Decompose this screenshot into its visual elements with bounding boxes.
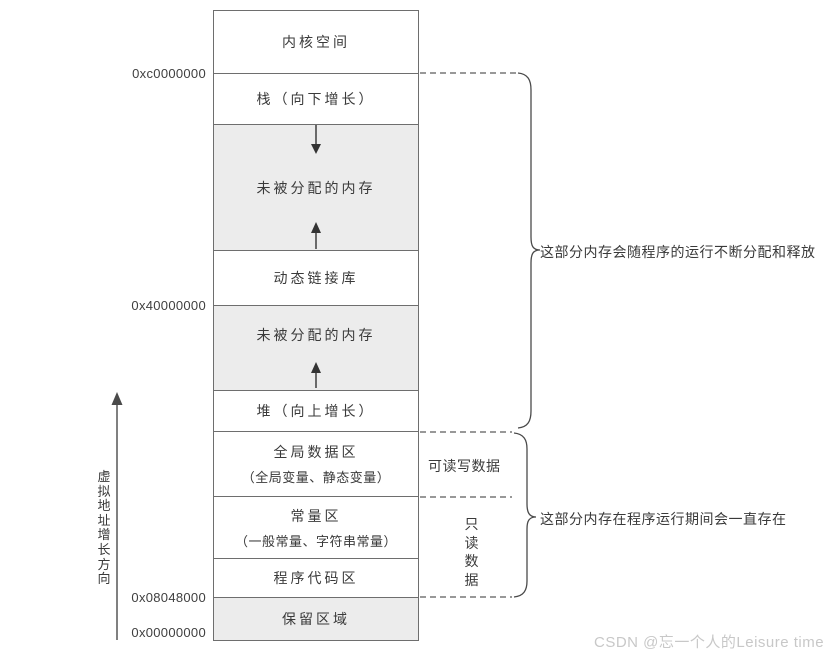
region-unallocated-upper: 未被分配的内存 [214, 125, 418, 251]
region-stack: 栈（向下增长） [214, 74, 418, 125]
brace-persistent-area [513, 432, 537, 598]
note-dynamic-allocation: 这部分内存会随程序的运行不断分配和释放 [540, 244, 816, 260]
label-readonly-data: 只读数据 [464, 516, 479, 588]
region-dynamic-libraries: 动态链接库 [214, 251, 418, 306]
region-label: 栈（向下增长） [256, 91, 376, 107]
address-0x00000000: 0x00000000 [131, 625, 206, 640]
label-readwrite-data: 可读写数据 [428, 458, 501, 474]
region-label: 程序代码区 [273, 570, 359, 586]
watermark: CSDN @忘一个人的Leisure time [594, 634, 825, 651]
region-label: 动态链接库 [273, 270, 359, 286]
region-global-data: 全局数据区 （全局变量、静态变量） [214, 432, 418, 497]
region-reserved: 保留区域 [214, 598, 418, 640]
region-label: 常量区 [290, 507, 342, 524]
address-0x08048000: 0x08048000 [131, 590, 206, 605]
region-code: 程序代码区 [214, 559, 418, 598]
region-label: 未被分配的内存 [256, 179, 376, 196]
address-0x40000000: 0x40000000 [131, 298, 206, 313]
region-label: 堆（向上增长） [256, 403, 376, 419]
region-sublabel: （全局变量、静态变量） [241, 470, 391, 485]
region-label: 未被分配的内存 [256, 327, 376, 343]
region-constants: 常量区 （一般常量、字符串常量） [214, 497, 418, 559]
address-0xc0000000: 0xc0000000 [132, 66, 206, 81]
region-sublabel: （一般常量、字符串常量） [234, 533, 397, 549]
memory-column: 内核空间 栈（向下增长） 未被分配的内存 动态链接库 未被分配的内存 堆（向上增… [213, 10, 419, 641]
region-heap: 堆（向上增长） [214, 391, 418, 432]
axis-label-virtual-address-growth: 虚拟地址增长方向 [97, 469, 111, 587]
region-kernel-space: 内核空间 [214, 11, 418, 74]
note-persistent-memory: 这部分内存在程序运行期间会一直存在 [540, 511, 787, 527]
region-label: 全局数据区 [273, 444, 359, 460]
region-label: 保留区域 [282, 611, 350, 627]
region-label: 内核空间 [282, 34, 350, 50]
brace-dynamic-area [517, 72, 541, 429]
region-unallocated-lower: 未被分配的内存 [214, 306, 418, 391]
